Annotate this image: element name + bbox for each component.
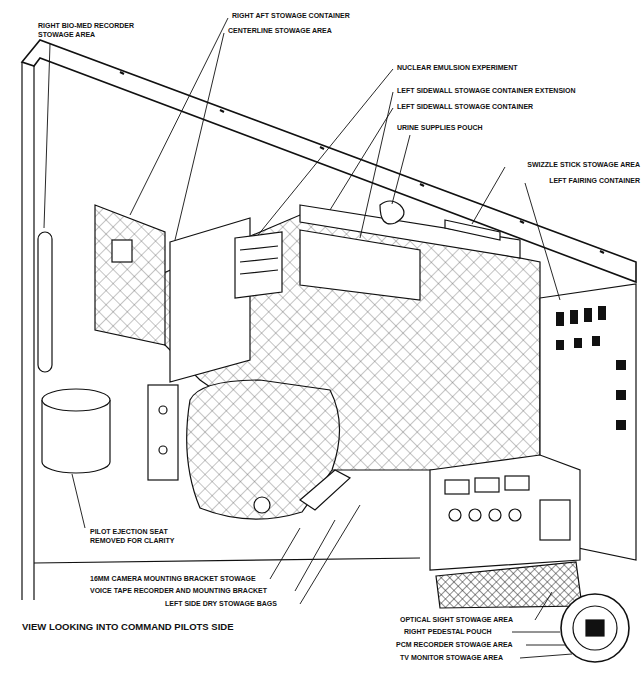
callout-label: 16MM CAMERA MOUNTING BRACKET STOWAGE — [90, 575, 256, 584]
leader-line — [525, 183, 560, 300]
pedestal-console — [430, 455, 580, 570]
leader-line — [360, 92, 393, 238]
container-latch — [112, 240, 132, 262]
urine-pouch — [380, 201, 404, 224]
callout-label: PILOT EJECTION SEAT REMOVED FOR CLARITY — [90, 528, 200, 545]
callout-label: RIGHT BIO-MED RECORDER STOWAGE AREA — [38, 22, 138, 39]
leader-line — [535, 592, 552, 620]
tv-monitor-screen — [573, 606, 617, 650]
leader-line — [330, 108, 393, 210]
callout-label: TV MONITOR STOWAGE AREA — [400, 654, 503, 663]
leader-line — [130, 18, 228, 215]
pedestal-pouch — [436, 562, 582, 608]
callout-label: OPTICAL SIGHT STOWAGE AREA — [400, 616, 513, 625]
floor-line — [34, 558, 420, 563]
seat-knob — [254, 497, 270, 513]
leader-line — [258, 69, 393, 235]
callout-label: PCM RECORDER STOWAGE AREA — [396, 641, 513, 650]
callout-label: NUCLEAR EMULSION EXPERIMENT — [397, 64, 518, 73]
panel-switches — [556, 306, 626, 430]
callout-label: LEFT SIDEWALL STOWAGE CONTAINER EXTENSIO… — [397, 87, 576, 96]
drum-top — [42, 389, 110, 411]
leader-line — [270, 528, 300, 579]
callout-label: RIGHT AFT STOWAGE CONTAINER — [232, 12, 350, 21]
bracket-hole — [159, 446, 167, 454]
sidewall-extension — [300, 230, 420, 300]
leader-line — [300, 505, 360, 604]
leader-line — [72, 474, 85, 528]
leader-line — [392, 135, 410, 204]
callout-label: URINE SUPPLIES POUCH — [397, 124, 483, 133]
left-wall — [22, 62, 34, 600]
bracket-hole — [159, 406, 167, 414]
leader-lines — [44, 18, 572, 658]
line-art — [22, 40, 636, 662]
callout-label: SWIZZLE STICK STOWAGE AREA — [527, 161, 640, 170]
view-caption: VIEW LOOKING INTO COMMAND PILOTS SIDE — [22, 621, 233, 632]
callout-label: LEFT FAIRING CONTAINER — [549, 177, 640, 186]
console-controls — [445, 476, 570, 540]
tv-monitor — [561, 594, 629, 662]
leader-line — [512, 632, 560, 633]
tv-monitor-center — [586, 620, 604, 636]
right-aft-container — [95, 205, 165, 345]
callout-label: LEFT SIDEWALL STOWAGE CONTAINER — [397, 103, 533, 112]
camera-bracket — [148, 385, 178, 480]
leader-line — [175, 33, 224, 240]
leader-line — [526, 645, 565, 646]
seat-handle — [300, 470, 350, 510]
leader-line — [44, 44, 50, 228]
callout-label: VOICE TAPE RECORDER AND MOUNTING BRACKET — [90, 587, 267, 596]
leader-line — [520, 654, 572, 658]
bio-med-recorder — [38, 232, 52, 372]
emulsion-detail — [240, 246, 278, 274]
callout-label: LEFT SIDE DRY STOWAGE BAGS — [165, 600, 277, 609]
callout-label: RIGHT PEDESTAL POUCH — [404, 628, 492, 637]
emulsion-box — [235, 232, 282, 298]
leader-line — [472, 167, 505, 224]
callout-label: CENTERLINE STOWAGE AREA — [228, 27, 332, 36]
